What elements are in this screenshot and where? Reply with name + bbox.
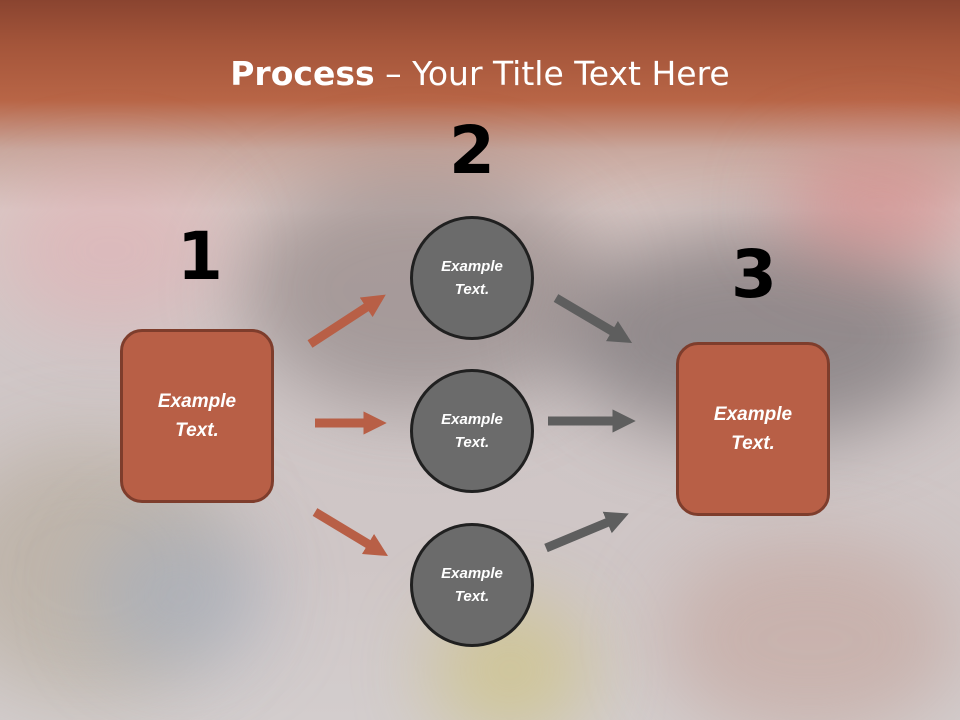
background-blur: [660, 540, 960, 720]
background-blur: [90, 520, 270, 670]
arrow-bottom-to-3: [544, 511, 629, 553]
background-blur: [780, 150, 960, 260]
circle-middle: Example Text.: [410, 369, 534, 493]
step-number-3: 3: [731, 236, 777, 313]
circle-bottom: Example Text.: [410, 523, 534, 647]
arrow-1-to-bottom: [312, 508, 389, 557]
circle-top: Example Text.: [410, 216, 534, 340]
title-bold: Process: [230, 54, 375, 93]
step-number-2: 2: [449, 112, 495, 189]
step-box-3: Example Text.: [676, 342, 830, 516]
step-number-1: 1: [177, 218, 223, 295]
arrow-top-to-3: [553, 294, 633, 343]
step-box-1: Example Text.: [120, 329, 274, 503]
title-rest: – Your Title Text Here: [374, 54, 730, 93]
background-blur: [0, 170, 220, 330]
arrow-1-to-top: [307, 294, 386, 348]
slide-title: Process – Your Title Text Here: [0, 52, 960, 96]
